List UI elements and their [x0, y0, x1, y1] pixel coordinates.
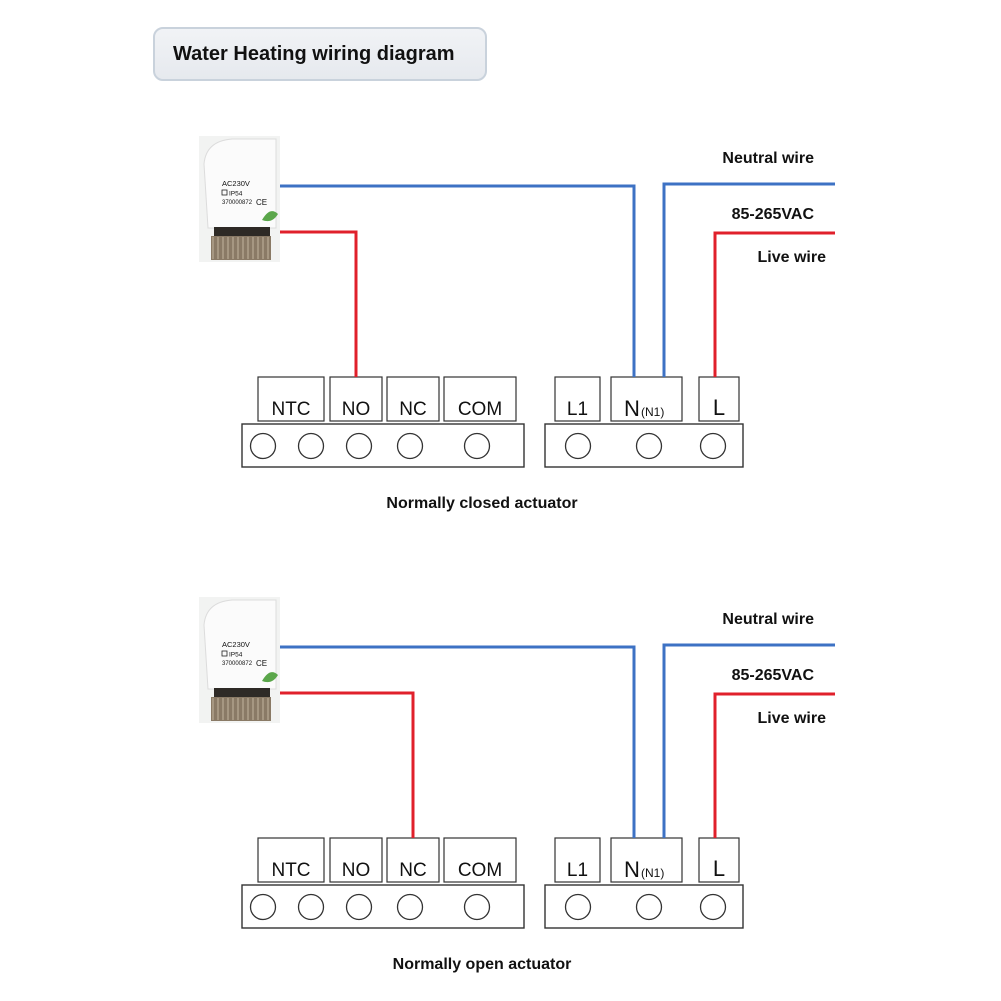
terminal-label-box	[257, 837, 325, 883]
power-terminal-label-box	[554, 837, 601, 883]
live-wire-actuator	[280, 691, 415, 838]
neutral-wire-actuator	[280, 645, 636, 838]
power-terminal-label-l: L	[713, 395, 725, 420]
terminal-screw	[249, 432, 277, 460]
terminal-label-ntc: NTC	[271, 399, 310, 420]
terminal-screw	[297, 893, 325, 921]
power-terminal-sub-n1: (N1)	[641, 405, 664, 419]
neutral-wire-supply	[662, 643, 835, 838]
terminal-screw	[463, 432, 491, 460]
terminal-screw	[463, 893, 491, 921]
live-wire-supply	[713, 692, 835, 838]
actuator-body	[203, 599, 277, 690]
power-terminal-label-box	[610, 837, 683, 883]
leaf-icon	[262, 211, 278, 222]
terminal-label-com: COM	[458, 399, 502, 420]
terminal-label-nc: NC	[399, 860, 426, 881]
terminal-screw	[396, 893, 424, 921]
leaf-icon	[262, 672, 278, 683]
terminal-label-box	[386, 837, 440, 883]
terminal-label-box	[257, 376, 325, 422]
actuator-ring	[211, 697, 271, 721]
power-terminal-label-n: N	[624, 857, 640, 882]
neutral-wire-label: Neutral wire	[722, 150, 814, 167]
actuator-rating: IP54	[229, 191, 243, 198]
terminal-screw	[345, 893, 373, 921]
power-terminal-label-box	[554, 376, 601, 422]
terminal-screw	[699, 893, 727, 921]
terminal-screw	[564, 432, 592, 460]
power-terminal-label-box	[698, 837, 740, 883]
power-terminal-label-n: N	[624, 396, 640, 421]
terminal-screw	[635, 432, 663, 460]
terminal-screw	[699, 432, 727, 460]
live-wire-label: Live wire	[758, 249, 827, 266]
actuator-body	[203, 138, 277, 229]
actuator-voltage: AC230V	[222, 640, 250, 649]
terminal-screw	[635, 893, 663, 921]
actuator-rating: IP54	[229, 652, 243, 659]
actuator-serial: 370000872	[222, 661, 253, 667]
actuator-band	[214, 227, 270, 236]
actuator-serial: 370000872	[222, 200, 253, 206]
neutral-wire-actuator	[280, 184, 636, 377]
live-wire-supply	[713, 231, 835, 377]
power-terminal-sub-n1: (N1)	[641, 866, 664, 880]
power-terminal-label-l1: L1	[567, 399, 588, 420]
power-terminal-label-box	[698, 376, 740, 422]
live-wire-label: Live wire	[758, 710, 827, 727]
terminal-label-no: NO	[342, 399, 371, 420]
supply-voltage-label: 85-265VAC	[732, 206, 815, 223]
terminal-screw	[297, 432, 325, 460]
power-terminal-label-l1: L1	[567, 860, 588, 881]
diagram-caption: Normally open actuator	[393, 956, 572, 973]
class-ii-icon	[221, 189, 228, 196]
terminal-label-ntc: NTC	[271, 860, 310, 881]
power-terminal-label-l: L	[713, 856, 725, 881]
terminal-label-box	[386, 376, 440, 422]
actuator-band	[214, 688, 270, 697]
neutral-wire-label: Neutral wire	[722, 611, 814, 628]
terminal-label-com: COM	[458, 860, 502, 881]
terminal-label-no: NO	[342, 860, 371, 881]
terminal-label-nc: NC	[399, 399, 426, 420]
terminal-label-box	[329, 837, 383, 883]
actuator-voltage: AC230V	[222, 179, 250, 188]
terminal-screw	[564, 893, 592, 921]
terminal-screw	[396, 432, 424, 460]
live-wire-actuator	[280, 230, 358, 377]
supply-voltage-label: 85-265VAC	[732, 667, 815, 684]
neutral-wire-supply	[662, 182, 835, 377]
terminal-screw	[345, 432, 373, 460]
actuator-ring	[211, 236, 271, 260]
terminal-screw	[249, 893, 277, 921]
terminal-label-box	[443, 376, 517, 422]
ce-mark: CE	[256, 659, 267, 668]
diagram-title: Water Heating wiring diagram	[153, 27, 487, 81]
diagram-caption: Normally closed actuator	[386, 495, 577, 512]
ce-mark: CE	[256, 198, 267, 207]
power-terminal-label-box	[610, 376, 683, 422]
terminal-label-box	[329, 376, 383, 422]
terminal-label-box	[443, 837, 517, 883]
class-ii-icon	[221, 650, 228, 657]
